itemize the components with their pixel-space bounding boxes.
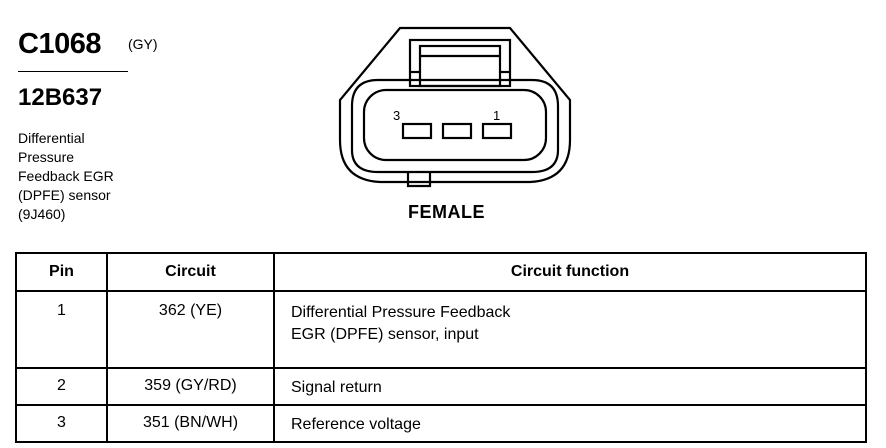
pin-label-3: 3 bbox=[393, 108, 400, 123]
table-row: 3 351 (BN/WH) Reference voltage bbox=[15, 404, 867, 443]
table-row: 1 362 (YE) Differential Pressure Feedbac… bbox=[15, 290, 867, 369]
view-label: FEMALE bbox=[408, 202, 485, 222]
locking-latch-inner bbox=[418, 44, 502, 88]
function-line: EGR (DPFE) sensor, input bbox=[291, 326, 479, 343]
function-line: Reference voltage bbox=[291, 416, 421, 433]
part-number: 12B637 bbox=[18, 84, 103, 111]
column-header-circuit: Circuit bbox=[106, 252, 275, 292]
circuit-cell: 362 (YE) bbox=[106, 290, 275, 369]
pin-terminal-3 bbox=[401, 122, 433, 140]
description-line: (DPFE) sensor bbox=[18, 187, 111, 203]
description-line: Differential bbox=[18, 130, 85, 146]
description-line: (9J460) bbox=[18, 206, 66, 222]
description-line: Pressure bbox=[18, 149, 75, 165]
circuit-cell: 359 (GY/RD) bbox=[106, 367, 275, 406]
connector-face-drawing: 3 1 bbox=[338, 26, 572, 188]
table-row: 2 359 (GY/RD) Signal return bbox=[15, 367, 867, 406]
function-cell: Differential Pressure Feedback EGR (DPFE… bbox=[273, 290, 867, 369]
polarization-key bbox=[406, 172, 432, 188]
column-header-pin: Pin bbox=[15, 252, 108, 292]
function-line: Signal return bbox=[291, 379, 382, 396]
circuit-cell: 351 (BN/WH) bbox=[106, 404, 275, 443]
function-line: Differential Pressure Feedback bbox=[291, 304, 511, 321]
connector-id: C1068 bbox=[18, 28, 101, 60]
component-description: Differential Pressure Feedback EGR (DPFE… bbox=[18, 129, 178, 224]
pin-table: Pin Circuit Circuit function 1 362 (YE) … bbox=[15, 252, 867, 443]
function-cell: Reference voltage bbox=[273, 404, 867, 443]
pin-cell: 1 bbox=[15, 290, 108, 369]
pin-label-1: 1 bbox=[493, 108, 500, 123]
function-cell: Signal return bbox=[273, 367, 867, 406]
divider-rule bbox=[18, 71, 128, 72]
description-line: Feedback EGR bbox=[18, 168, 114, 184]
connector-inner-shell bbox=[350, 78, 560, 174]
pin-cell: 3 bbox=[15, 404, 108, 443]
color-code: (GY) bbox=[128, 36, 158, 52]
pin-cell: 2 bbox=[15, 367, 108, 406]
connector-outer-shell bbox=[338, 26, 572, 184]
pin-terminal-1 bbox=[481, 122, 513, 140]
pin-cavity-frame bbox=[362, 88, 548, 162]
column-header-function: Circuit function bbox=[273, 252, 867, 292]
table-header-row: Pin Circuit Circuit function bbox=[15, 252, 867, 292]
pin-terminal-2 bbox=[441, 122, 473, 140]
